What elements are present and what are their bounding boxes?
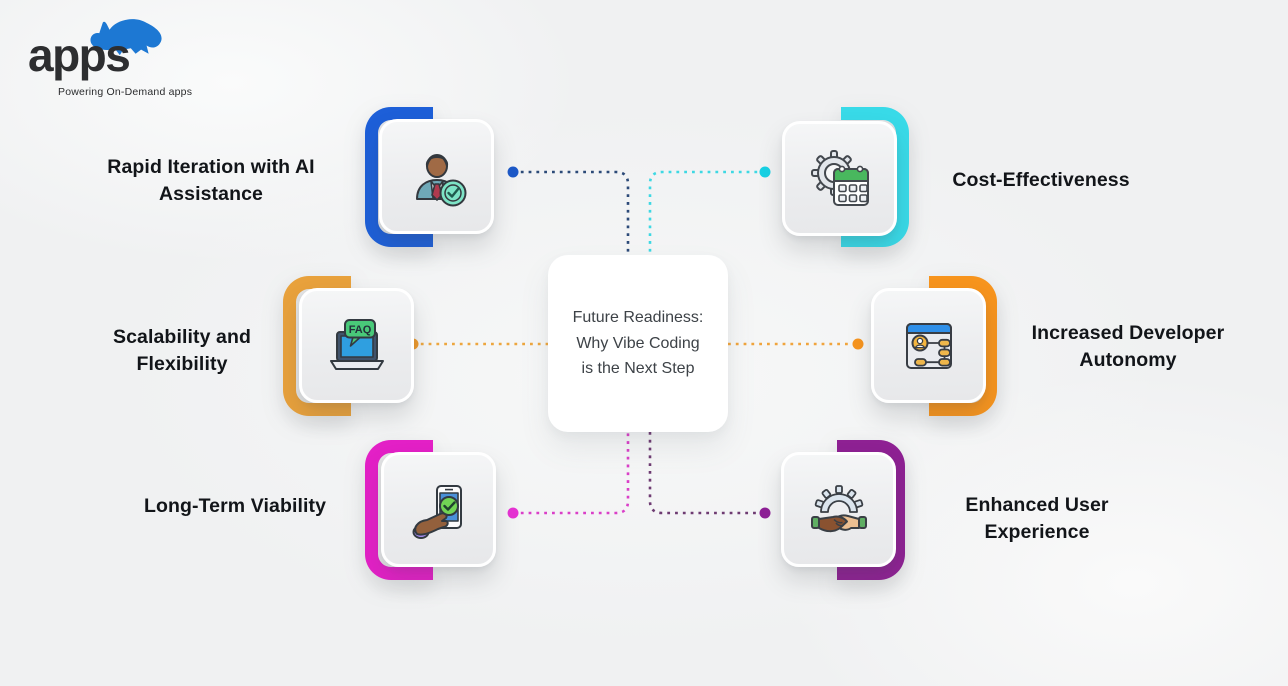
node-label-cost-effectiveness: Cost-Effectiveness: [952, 169, 1130, 191]
node-card-developer-autonomy: [871, 288, 986, 403]
brand-logo: apps Powering On-Demand apps: [28, 14, 218, 98]
connector-dot: [507, 507, 519, 519]
connector-dot: [507, 166, 519, 178]
connector-user-experience: [648, 432, 771, 519]
connector-rapid-iteration: [507, 166, 630, 255]
center-topic-line: is the Next Step: [581, 360, 695, 378]
node-label-rapid-iteration: Rapid Iteration with AI Assistance: [107, 156, 315, 205]
center-topic-line: Future Readiness:: [572, 308, 704, 326]
brand-name: apps: [28, 29, 131, 81]
node-bracket-cost-effectiveness: [841, 107, 909, 247]
node-card-long-term-viability: [381, 452, 496, 567]
connector-scalability: [407, 338, 548, 350]
handshake-gear-icon: [810, 484, 867, 532]
node-bracket-rapid-iteration: [365, 107, 433, 247]
node-card-user-experience: [781, 452, 896, 567]
node-card-cost-effectiveness: [782, 121, 897, 236]
connector-dot: [852, 338, 864, 350]
gear-calendar-icon: [810, 149, 869, 206]
brand-tagline: Powering On-Demand apps: [58, 86, 193, 99]
svg-text:FAQ: FAQ: [348, 324, 371, 336]
node-label-user-experience: Enhanced User Experience: [965, 494, 1109, 543]
person-check-badge-icon: [415, 153, 466, 206]
laptop-faq-icon: FAQ: [329, 318, 384, 370]
connector-developer-autonomy: [728, 338, 864, 350]
center-topic-box: Future Readiness: Why Vibe Coding is the…: [548, 255, 728, 432]
node-label-scalability: Scalability and Flexibility: [112, 326, 252, 375]
node-bracket-scalability: [283, 276, 351, 416]
hand-phone-check-icon: [412, 484, 462, 539]
node-card-scalability: FAQ: [299, 288, 414, 403]
connector-long-term-viability: [507, 432, 630, 519]
node-bracket-developer-autonomy: [929, 276, 997, 416]
node-bracket-long-term-viability: [365, 440, 433, 580]
node-card-rapid-iteration: [379, 119, 494, 234]
node-label-long-term-viability: Long-Term Viability: [143, 495, 327, 517]
connector-cost-effectiveness: [648, 166, 771, 255]
node-label-developer-autonomy: Increased Developer Autonomy: [1031, 322, 1225, 371]
connector-dot: [759, 166, 771, 178]
rhino-icon: [90, 19, 162, 56]
browser-flowchart-icon: [905, 322, 952, 369]
connector-dot: [759, 507, 771, 519]
center-topic-line: Why Vibe Coding: [576, 334, 700, 352]
